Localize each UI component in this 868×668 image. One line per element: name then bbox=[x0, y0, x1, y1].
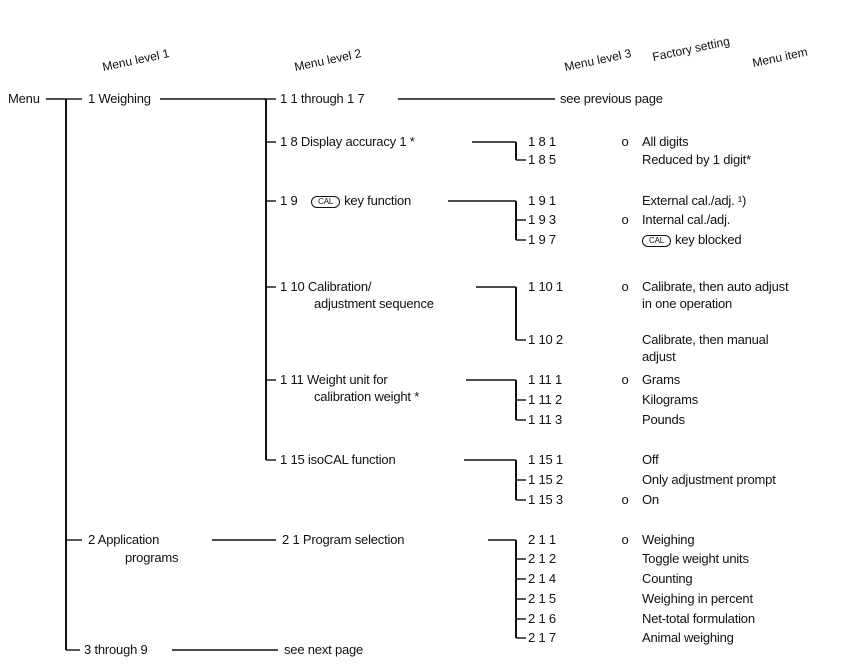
item-all-digits: All digits bbox=[642, 134, 689, 149]
see-next-page: see next page bbox=[284, 642, 364, 657]
cal-key-icon: CAL bbox=[642, 235, 671, 247]
factory-mark-181: o bbox=[621, 134, 629, 149]
level1-weighing: 1 Weighing bbox=[88, 91, 151, 106]
level3-code-1112: 1 11 2 bbox=[528, 392, 562, 407]
see-previous-page: see previous page bbox=[560, 91, 663, 106]
menu-root: Menu bbox=[8, 91, 40, 106]
level2-cal-key-number: 1 9 bbox=[280, 193, 298, 208]
item-only-adjustment-prompt: Only adjustment prompt bbox=[642, 472, 776, 487]
item-pounds: Pounds bbox=[642, 412, 685, 427]
factory-mark-1153: o bbox=[621, 492, 629, 507]
item-reduced-by-1-digit: Reduced by 1 digit* bbox=[642, 152, 751, 167]
item-animal-weighing: Animal weighing bbox=[642, 630, 734, 645]
item-weighing-in-percent: Weighing in percent bbox=[642, 591, 753, 606]
level2-cal-key-text: key function bbox=[344, 193, 412, 208]
level3-code-1101: 1 10 1 bbox=[528, 279, 563, 294]
level2-isocal-function: 1 15 isoCAL function bbox=[280, 452, 396, 467]
factory-mark-1111: o bbox=[621, 372, 629, 387]
item-calibrate-auto-adjust-line2: in one operation bbox=[642, 296, 733, 311]
level1-application-programs: 2 Application bbox=[88, 532, 160, 547]
factory-mark-193: o bbox=[621, 212, 629, 227]
level2-weight-unit: 1 11 Weight unit for bbox=[280, 372, 388, 387]
level3-code-1111: 1 11 1 bbox=[528, 372, 562, 387]
level3-code-1152: 1 15 2 bbox=[528, 472, 563, 487]
level3-code-216: 2 1 6 bbox=[528, 611, 556, 626]
item-weighing: Weighing bbox=[642, 532, 695, 547]
item-calibrate-auto-adjust: Calibrate, then auto adjust bbox=[642, 279, 789, 294]
level3-code-197: 1 9 7 bbox=[528, 232, 556, 247]
item-toggle-weight-units: Toggle weight units bbox=[642, 551, 749, 566]
level3-code-215: 2 1 5 bbox=[528, 591, 556, 606]
cal-key-icon: CAL bbox=[311, 196, 341, 208]
level2-calibration-sequence: 1 10 Calibration/ bbox=[280, 279, 372, 294]
level3-code-185: 1 8 5 bbox=[528, 152, 556, 167]
level3-code-1102: 1 10 2 bbox=[528, 332, 563, 347]
level3-code-193: 1 9 3 bbox=[528, 212, 556, 227]
factory-mark-1101: o bbox=[621, 279, 629, 294]
level1-three-through-nine: 3 through 9 bbox=[84, 642, 148, 657]
level1-application-programs-line2: programs bbox=[125, 550, 179, 565]
item-external-cal-adj: External cal./adj. ¹) bbox=[642, 193, 747, 208]
item-kilograms: Kilograms bbox=[642, 392, 698, 407]
level3-code-1153: 1 15 3 bbox=[528, 492, 563, 507]
item-on: On bbox=[642, 492, 659, 507]
item-cal-key-blocked-text: key blocked bbox=[674, 232, 742, 247]
level3-code-214: 2 1 4 bbox=[528, 571, 556, 586]
item-off: Off bbox=[642, 452, 659, 467]
level3-code-1151: 1 15 1 bbox=[528, 452, 563, 467]
level2-program-selection: 2 1 Program selection bbox=[282, 532, 405, 547]
level3-code-181: 1 8 1 bbox=[528, 134, 556, 149]
level2-weight-unit-line2: calibration weight * bbox=[314, 389, 420, 404]
level2-calibration-sequence-line2: adjustment sequence bbox=[314, 296, 434, 311]
level3-code-211: 2 1 1 bbox=[528, 532, 556, 547]
level3-code-212: 2 1 2 bbox=[528, 551, 556, 566]
item-counting: Counting bbox=[642, 571, 693, 586]
item-net-total-formulation: Net-total formulation bbox=[642, 611, 755, 626]
item-calibrate-manual-adjust: Calibrate, then manual bbox=[642, 332, 769, 347]
level3-code-217: 2 1 7 bbox=[528, 630, 556, 645]
level3-code-1113: 1 11 3 bbox=[528, 412, 562, 427]
level2-1-1-through-1-7: 1 1 through 1 7 bbox=[280, 91, 365, 106]
level3-code-191: 1 9 1 bbox=[528, 193, 556, 208]
item-internal-cal-adj: Internal cal./adj. bbox=[642, 212, 731, 227]
factory-mark-211: o bbox=[621, 532, 629, 547]
item-grams: Grams bbox=[642, 372, 681, 387]
level2-display-accuracy: 1 8 Display accuracy 1 * bbox=[280, 134, 415, 149]
item-calibrate-manual-adjust-line2: adjust bbox=[642, 349, 676, 364]
